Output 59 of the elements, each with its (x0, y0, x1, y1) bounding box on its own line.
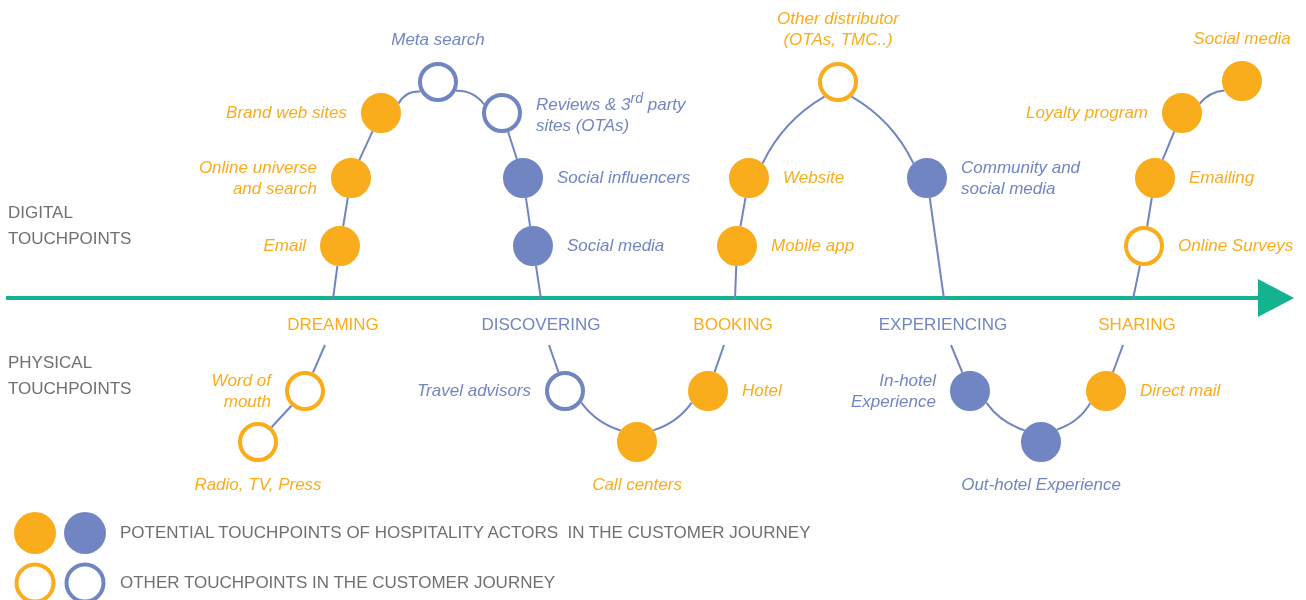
touchpoint-label: Radio, TV, Press (194, 474, 322, 496)
wave-line (1146, 196, 1153, 228)
wave-line (580, 401, 622, 432)
touchpoint-label: Call centers (592, 474, 682, 496)
wave-line (734, 265, 738, 300)
stage-label: DISCOVERING (481, 314, 601, 336)
wave-line (524, 196, 532, 228)
touchpoint-label: Hotel (742, 380, 782, 402)
touchpoint-label: In-hotel Experience (849, 369, 936, 413)
touchpoint-label: Emailing (1189, 167, 1255, 189)
touchpoint-label: Community and social media (961, 156, 1082, 200)
touchpoint-label: Meta search (391, 28, 485, 50)
legend-label: POTENTIAL TOUCHPOINTS OF HOSPITALITY ACTORS IN THE CUSTOMER JOURNEY (120, 522, 811, 544)
wave-line (1132, 264, 1141, 300)
wave-line (1161, 130, 1176, 161)
touchpoint-label: Brand web sites (226, 102, 347, 124)
wave-line (311, 344, 326, 374)
wave-line (342, 196, 349, 228)
touchpoint-label: Out-hotel Experience (961, 474, 1121, 496)
wave-line (928, 196, 945, 300)
wave-line (1055, 402, 1092, 431)
wave-line (1111, 344, 1124, 374)
wave-line (507, 131, 518, 160)
wave-line (761, 95, 826, 165)
touchpoint-label: Website (783, 167, 845, 189)
touchpoint-label: Social media (567, 235, 665, 257)
touchpoint-label: Other distributor (OTAs, TMC..) (776, 7, 901, 50)
wave-line (713, 344, 725, 374)
wave-line (548, 344, 560, 374)
touchpoint-label: Mobile app (771, 235, 855, 257)
touchpoint-label: Email (263, 235, 306, 257)
row-label: DIGITAL TOUCHPOINTS (8, 202, 133, 250)
wave-line (850, 95, 915, 165)
wave-line (1198, 89, 1226, 105)
touchpoint-label: Direct mail (1140, 380, 1221, 402)
touchpoint-label: Social media (1193, 27, 1291, 49)
touchpoint-label: Travel advisors (417, 380, 531, 402)
stage-label: SHARING (1098, 314, 1176, 336)
stage-label: BOOKING (693, 314, 773, 336)
touchpoint-label: Word of mouth (210, 369, 271, 413)
touchpoint-label: Loyalty program (1026, 102, 1148, 124)
wave-line (535, 264, 542, 300)
wave-line (332, 264, 339, 300)
touchpoint-label: Reviews & 3$^{rd}$ party sites (OTAs) (536, 89, 687, 137)
wave-line (455, 89, 485, 106)
touchpoint-label: Social influencers (557, 167, 691, 189)
touchpoint-label: Online universe and search (197, 156, 317, 200)
stage-label: EXPERIENCING (878, 314, 1008, 336)
legend-label: OTHER TOUCHPOINTS IN THE CUSTOMER JOURNEY (120, 572, 556, 594)
wave-line (270, 404, 293, 429)
stage-label: DREAMING (287, 314, 379, 336)
wave-line (652, 401, 693, 432)
wave-line (739, 196, 747, 228)
wave-line (358, 130, 374, 161)
row-label: PHYSICAL TOUCHPOINTS (8, 352, 133, 400)
touchpoint-label: Online Surveys (1178, 235, 1294, 257)
wave-line (397, 90, 422, 105)
wave-line (950, 344, 964, 374)
wave-line (985, 401, 1026, 432)
